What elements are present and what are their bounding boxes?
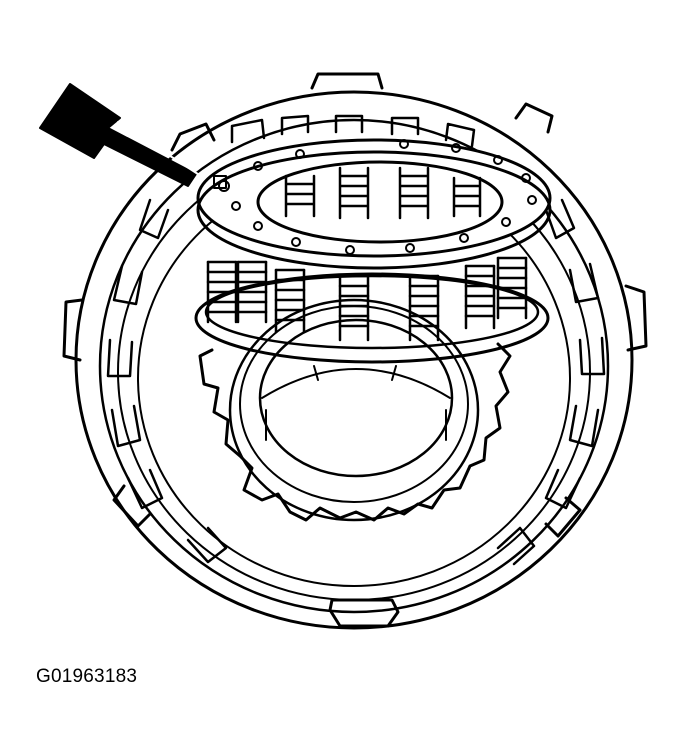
- upper-spring-retainer-plate: [196, 138, 552, 270]
- spring: [338, 274, 370, 342]
- spring: [464, 264, 496, 330]
- lower-spring-retainer: [194, 272, 550, 364]
- spring: [236, 260, 268, 324]
- inner-hub-gear: [198, 298, 512, 522]
- clutch-drum: [62, 72, 648, 630]
- drum-spline-slots: [106, 114, 606, 566]
- clutch-spring-assembly-illustration: [39, 72, 648, 630]
- spring: [408, 274, 440, 342]
- pointer-arrow: [39, 83, 205, 187]
- figure-code-label: G01963183: [36, 666, 138, 687]
